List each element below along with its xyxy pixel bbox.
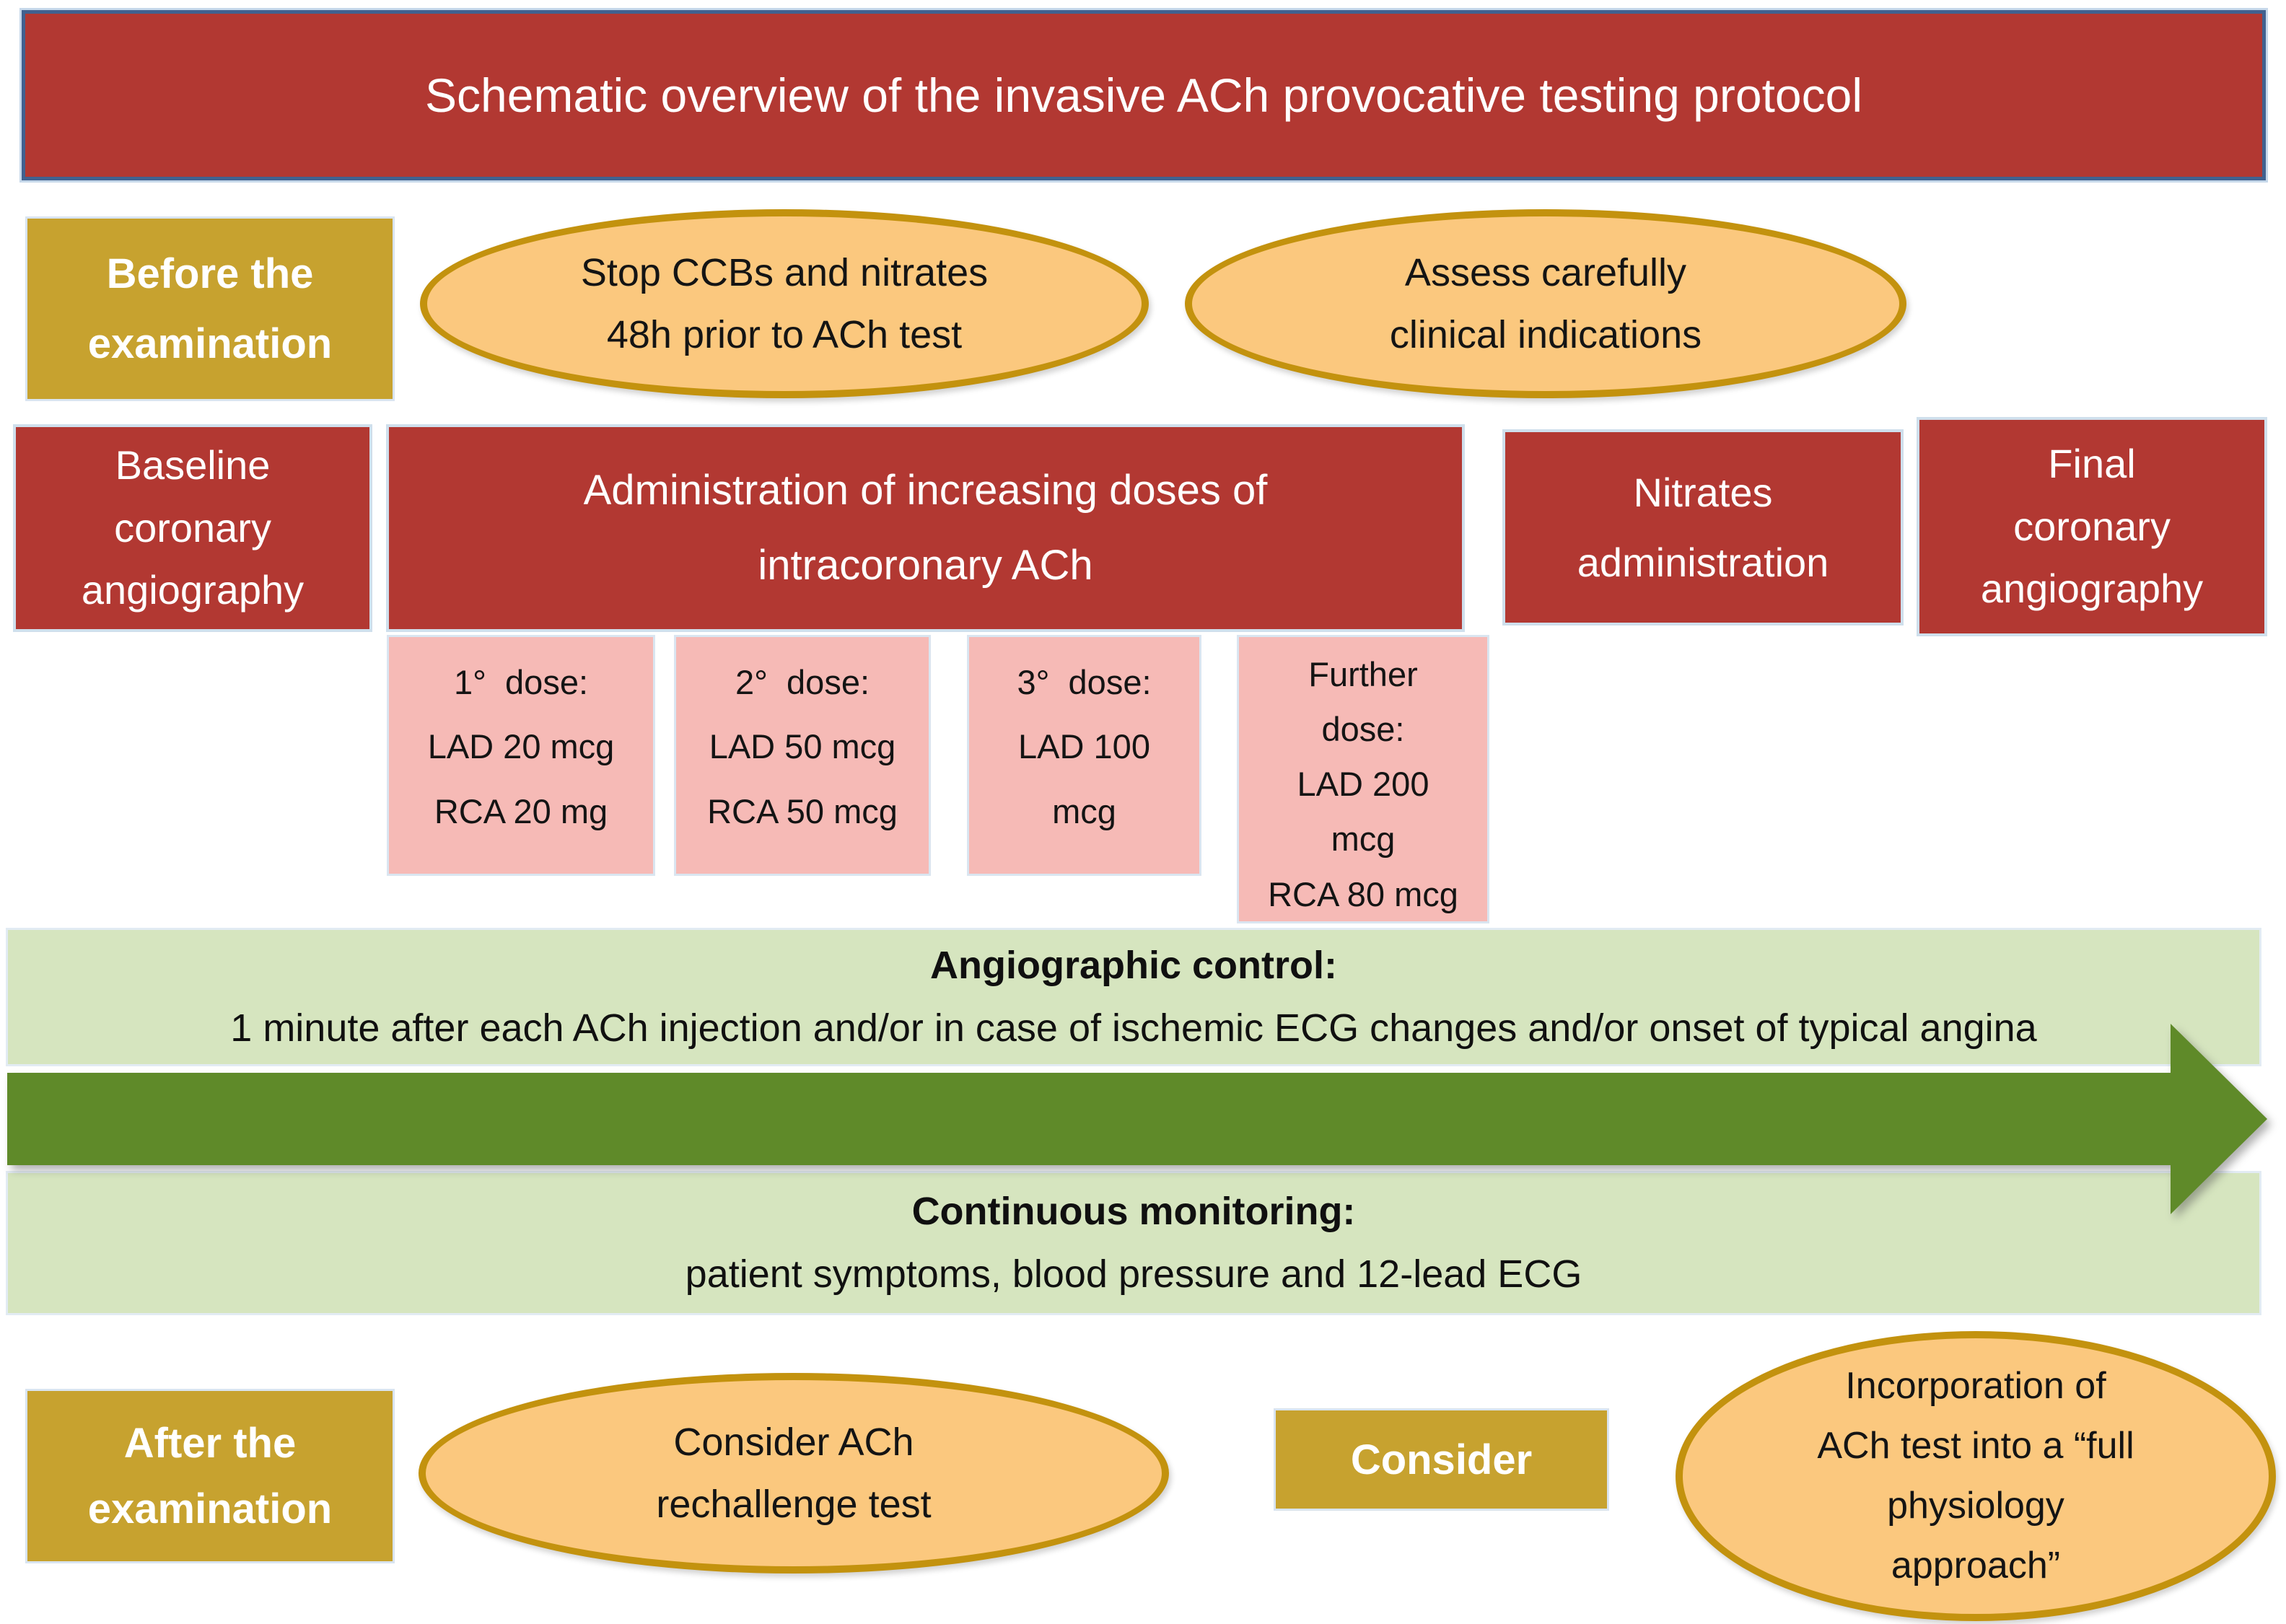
before-examination-line-1: Before the	[106, 250, 314, 298]
consider-label: Consider	[1274, 1408, 1609, 1511]
box-final-angiography: Final coronary angiography	[1917, 417, 2267, 636]
dose4-rca: RCA 80 mcg	[1268, 874, 1458, 913]
dose2-rca: RCA 50 mcg	[707, 791, 898, 830]
assess-line-1: Assess carefully	[1404, 250, 1687, 294]
physiology-line-2: ACh test into a “full	[1817, 1424, 2134, 1467]
title-banner: Schematic overview of the invasive ACh p…	[22, 10, 2266, 180]
ellipse-assess-indications: Assess carefully clinical indications	[1185, 209, 1906, 398]
dose3-title: 3° dose:	[1017, 663, 1152, 701]
dose-box-2: 2° dose: LAD 50 mcg RCA 50 mcg	[674, 635, 931, 876]
after-examination-line-1: After the	[123, 1419, 297, 1467]
ach-admin-line-2: intracoronary ACh	[758, 542, 1093, 589]
final-line-1: Final	[2048, 440, 2136, 486]
box-ach-administration: Administration of increasing doses of in…	[386, 424, 1465, 632]
physiology-line-3: physiology	[1887, 1485, 2064, 1527]
band-continuous-monitoring: Continuous monitoring: patient symptoms,…	[6, 1171, 2261, 1315]
ellipse-stop-ccbs: Stop CCBs and nitrates 48h prior to ACh …	[420, 209, 1149, 398]
angiographic-control-heading: Angiographic control:	[930, 943, 1337, 987]
band-angiographic-control: Angiographic control: 1 minute after eac…	[6, 928, 2261, 1066]
ellipse-full-physiology: Incorporation of ACh test into a “full p…	[1676, 1331, 2276, 1621]
dose2-title: 2° dose:	[735, 663, 870, 701]
dose1-title: 1° dose:	[453, 663, 589, 701]
before-examination-line-2: examination	[87, 320, 333, 367]
ellipse-rechallenge-test: Consider ACh rechallenge test	[419, 1373, 1169, 1573]
page-title: Schematic overview of the invasive ACh p…	[425, 69, 1862, 122]
baseline-line-2: coronary	[114, 504, 271, 550]
assess-line-2: clinical indications	[1389, 313, 1702, 356]
dose2-lad: LAD 50 mcg	[709, 727, 896, 766]
rechallenge-line-2: rechallenge test	[656, 1483, 932, 1526]
dose4-title-1: Further	[1308, 655, 1418, 693]
nitrates-line-2: administration	[1577, 539, 1829, 585]
dose-box-1: 1° dose: LAD 20 mcg RCA 20 mg	[387, 635, 655, 876]
final-line-2: coronary	[2013, 503, 2171, 549]
dose4-lad: LAD 200	[1297, 765, 1429, 804]
dose3-lad-unit: mcg	[1052, 791, 1116, 830]
consider-text: Consider	[1350, 1436, 1533, 1483]
after-examination-line-2: examination	[87, 1485, 333, 1533]
dose-box-further: Further dose: LAD 200 mcg RCA 80 mcg	[1237, 635, 1489, 923]
before-examination-label: Before the examination	[25, 216, 395, 401]
after-examination-label: After the examination	[25, 1389, 395, 1563]
final-line-3: angiography	[1980, 566, 2204, 612]
dose4-lad-unit: mcg	[1331, 820, 1396, 859]
ach-admin-line-1: Administration of increasing doses of	[583, 466, 1268, 514]
dose-box-3: 3° dose: LAD 100 mcg	[967, 635, 1201, 876]
baseline-line-3: angiography	[81, 567, 305, 613]
box-nitrates-administration: Nitrates administration	[1502, 429, 1904, 626]
angiographic-control-detail: 1 minute after each ACh injection and/or…	[230, 1006, 2037, 1050]
physiology-line-1: Incorporation of	[1845, 1364, 2106, 1407]
dose1-lad: LAD 20 mcg	[427, 727, 615, 766]
dose1-rca: RCA 20 mg	[434, 791, 608, 830]
continuous-monitoring-heading: Continuous monitoring:	[911, 1189, 1356, 1233]
physiology-line-4: approach”	[1891, 1545, 2061, 1587]
box-baseline-angiography: Baseline coronary angiography	[13, 424, 372, 632]
dose3-lad: LAD 100	[1018, 727, 1150, 766]
baseline-line-1: Baseline	[115, 442, 271, 488]
dose4-title-2: dose:	[1321, 710, 1405, 749]
stop-ccbs-line-1: Stop CCBs and nitrates	[580, 250, 989, 294]
stop-ccbs-line-2: 48h prior to ACh test	[606, 313, 963, 356]
nitrates-line-1: Nitrates	[1633, 469, 1773, 515]
rechallenge-line-1: Consider ACh	[673, 1420, 914, 1464]
timeline-arrow-body	[7, 1073, 2172, 1165]
continuous-monitoring-detail: patient symptoms, blood pressure and 12-…	[685, 1252, 1582, 1296]
